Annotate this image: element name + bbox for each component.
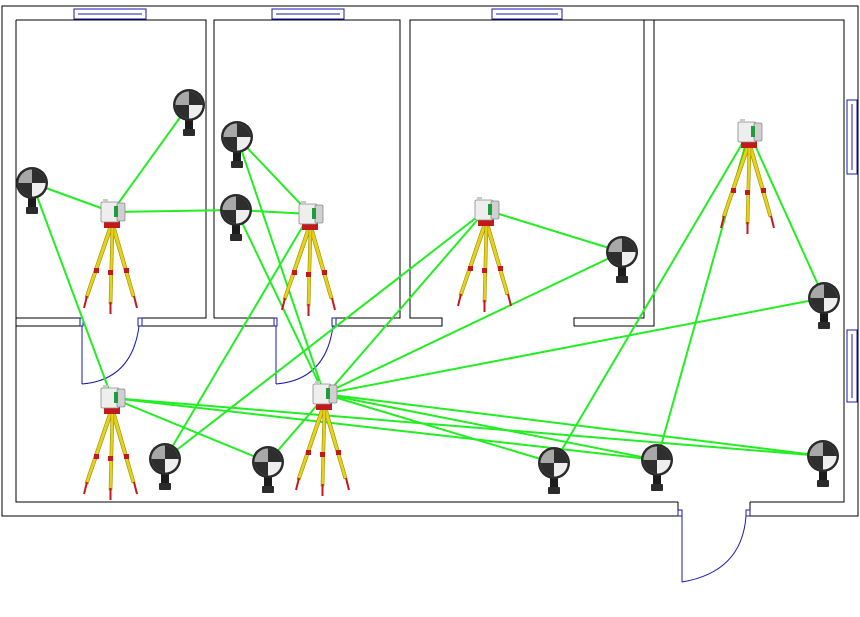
sightline-s1-t1: [111, 104, 190, 213]
checkerboard-target-icon: [252, 446, 284, 493]
sightline-s5-t8: [111, 397, 269, 463]
checkerboard-target-icon: [221, 121, 253, 168]
doors: [79, 317, 751, 583]
sightline-s2-t7: [164, 213, 311, 460]
sightline-s1-t4: [111, 209, 237, 213]
windows: [73, 8, 858, 403]
sightline-s2-t3: [236, 136, 311, 215]
sightline-s3-t7: [164, 209, 487, 460]
checkerboard-target-icon: [807, 440, 839, 487]
checkerboard-target-icon: [641, 444, 673, 491]
sightline-s6-t9: [323, 393, 555, 464]
sightline-s4-t9: [553, 131, 750, 464]
sightline-s6-t3: [236, 136, 325, 395]
sightlines: [31, 104, 825, 464]
checkerboard-target-icon: [16, 167, 48, 214]
sightline-s6-t11: [323, 393, 824, 457]
sightline-s5-t2: [31, 182, 113, 399]
sightline-s3-t5: [485, 209, 623, 253]
sightline-s5-t11: [111, 397, 824, 457]
checkerboard-target-icon: [173, 89, 205, 136]
checkerboard-target-icon: [149, 443, 181, 490]
checkerboard-target-icon: [808, 282, 840, 329]
sightline-s6-t5: [323, 251, 623, 395]
checkerboard-target-icon: [538, 447, 570, 494]
laser-scanner-icon: [720, 118, 775, 235]
sightline-s4-t6: [748, 131, 825, 299]
sightline-s6-t6: [323, 297, 825, 395]
laser-scanner-icon: [83, 198, 138, 315]
instruments: [16, 89, 840, 501]
walls: [1, 5, 859, 517]
sightline-s6-t10: [323, 393, 658, 461]
sightline-s5-t10: [111, 397, 658, 461]
sightline-s6-t4: [235, 209, 325, 395]
laser-scanner-icon: [281, 200, 336, 317]
checkerboard-target-icon: [606, 236, 638, 283]
laser-scanner-icon: [83, 384, 138, 501]
